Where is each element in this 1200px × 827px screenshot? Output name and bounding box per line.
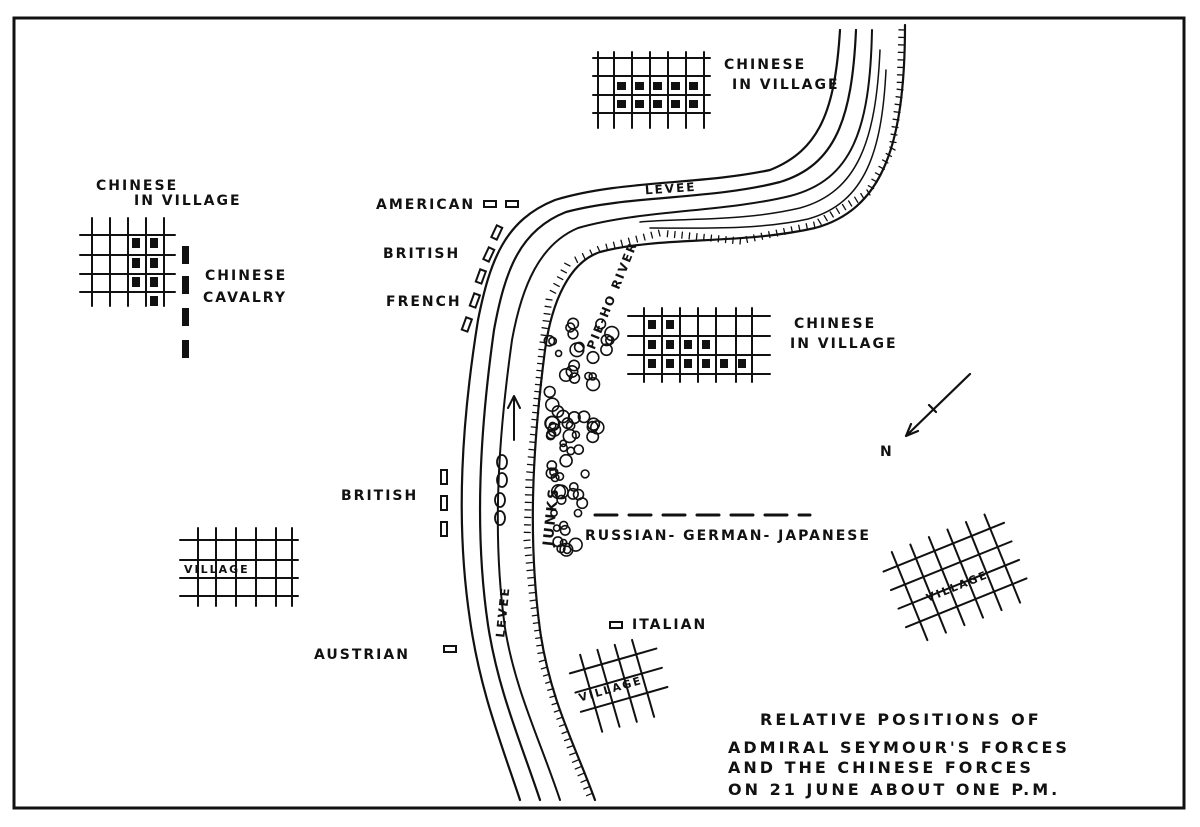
levee-north-label: LEVEE	[644, 180, 696, 198]
scrub-mark	[566, 446, 576, 456]
italian-label: ITALIAN	[632, 617, 707, 633]
chinese-village-west-label-2: IN VILLAGE	[134, 193, 242, 209]
scrub-mark	[554, 349, 563, 358]
scrub-mark	[559, 524, 571, 536]
scrub-mark	[588, 372, 598, 381]
chinese-cavalry-label-1: CHINESE	[205, 268, 287, 284]
village-west-grid	[179, 527, 299, 607]
north-label: N	[880, 444, 894, 460]
british-north-label: BRITISH	[383, 246, 460, 262]
scrub-mark	[544, 415, 560, 431]
north-arrow-icon	[904, 372, 972, 438]
scrub-mark	[573, 341, 585, 353]
scrub-mark	[565, 322, 576, 333]
scrub-mark	[558, 520, 569, 530]
scrub-mark	[556, 494, 567, 505]
american-label: AMERICAN	[376, 197, 475, 213]
british-north-unit-markers	[481, 223, 504, 263]
scrub-mark	[555, 471, 565, 481]
scrub-mark	[546, 460, 558, 471]
chinese-village-center-label-1: CHINESE	[794, 316, 876, 332]
scrub-mark	[549, 467, 559, 477]
chinese-village-west-grid	[79, 217, 176, 307]
scrub-mark	[543, 334, 556, 347]
scrub-mark	[568, 372, 581, 384]
chinese-village-center-label-2: IN VILLAGE	[790, 336, 898, 352]
scrub-mark	[567, 328, 579, 340]
russian-german-japanese-label: RUSSIAN- GERMAN- JAPANESE	[585, 528, 871, 544]
scrub-mark	[552, 536, 564, 548]
scrub-mark	[573, 508, 583, 518]
austrian-label: AUSTRIAN	[314, 647, 410, 663]
levee-south-label: LEVEE	[493, 586, 512, 639]
chinese-village-north-grid	[592, 51, 711, 129]
caption-line-3: AND THE CHINESE FORCES	[728, 758, 1034, 777]
french-label: FRENCH	[386, 294, 462, 310]
scrub-mark	[573, 444, 585, 455]
scrub-mark	[562, 545, 572, 555]
scrub-mark	[559, 439, 568, 448]
scrub-mark	[559, 443, 568, 453]
chinese-village-center-grid	[627, 307, 771, 383]
scrub-mark	[589, 420, 605, 435]
scrub-mark	[568, 481, 579, 492]
junks-label: JUNKS	[540, 486, 562, 548]
chinese-village-west-label-1: CHINESE	[96, 178, 178, 194]
caption-line-4: ON 21 JUNE ABOUT ONE P.M.	[728, 780, 1060, 799]
scrub-mark	[577, 410, 591, 424]
scrub-mark	[559, 453, 573, 468]
map-border	[12, 16, 1186, 810]
chinese-cavalry-label-2: CAVALRY	[203, 290, 287, 306]
british-south-unit-markers	[440, 469, 448, 537]
french-unit-markers	[460, 268, 488, 333]
italian-unit-marker	[609, 621, 623, 629]
scrub-mark	[552, 524, 561, 532]
scrub-mark	[600, 343, 613, 357]
caption-line-2: ADMIRAL SEYMOUR'S FORCES	[728, 738, 1070, 757]
junks-marker	[494, 454, 508, 526]
chinese-village-north-label-2: IN VILLAGE	[732, 77, 840, 93]
scrub-mark	[567, 411, 581, 425]
village-east-grid	[882, 513, 1028, 642]
scrub-mark	[558, 367, 573, 382]
village-south-grid	[568, 638, 669, 733]
british-south-label: BRITISH	[341, 488, 418, 504]
chinese-village-north-label-1: CHINESE	[724, 57, 806, 73]
american-unit-marker	[483, 200, 519, 208]
scrub-mark	[551, 405, 565, 418]
scrub-mark	[586, 417, 601, 431]
scrub-mark	[572, 488, 585, 501]
scrub-mark	[548, 336, 558, 346]
scrub-mark	[553, 484, 569, 500]
scrub-mark	[586, 350, 600, 365]
chinese-cavalry-column	[182, 246, 189, 358]
scrub-mark	[604, 325, 620, 342]
scrub-mark	[550, 509, 558, 517]
woods-scrub-area	[543, 317, 620, 557]
village-west-label: VILLAGE	[184, 563, 250, 576]
scrub-mark	[568, 359, 581, 372]
pie-ho-river	[460, 23, 907, 802]
scrub-mark	[559, 538, 568, 547]
scrub-mark	[585, 377, 601, 392]
austrian-unit-marker	[443, 645, 457, 653]
caption-line-1: RELATIVE POSITIONS OF	[760, 710, 1042, 729]
scrub-mark	[550, 473, 560, 483]
scrub-mark	[595, 318, 607, 330]
scrub-mark	[580, 469, 590, 479]
scrub-mark	[543, 385, 556, 399]
river-flow-arrow-icon	[507, 395, 521, 441]
scrub-mark	[569, 342, 585, 358]
